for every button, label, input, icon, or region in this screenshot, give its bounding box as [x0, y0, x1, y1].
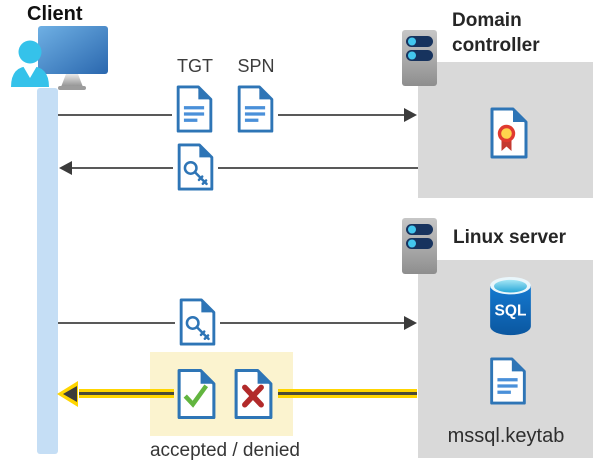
key-ticket-icon — [176, 297, 219, 347]
key-ticket-icon — [174, 142, 217, 192]
ticket-arrow-line — [218, 167, 418, 169]
ticket-arrowhead-icon — [59, 161, 72, 175]
tgt-label: TGT — [177, 56, 213, 76]
linux-server-label: Linux server — [453, 227, 566, 248]
present-ticket-arrow-line — [220, 322, 405, 324]
request-arrowhead-icon — [404, 108, 417, 122]
domain-controller-label: Domain controller — [452, 10, 540, 56]
linux-server-icon — [401, 217, 438, 275]
certificate-icon — [487, 106, 531, 160]
reply-arrow-line-highlight — [278, 389, 417, 398]
client-workstation-user-icon — [9, 24, 113, 96]
spn-document-icon — [234, 84, 277, 134]
request-arrow-line — [278, 114, 405, 116]
client-lifeline — [37, 88, 58, 454]
accepted-denied-label: accepted / denied — [149, 440, 300, 461]
ticket-arrow-line — [72, 167, 173, 169]
reply-arrow-line-highlight — [79, 389, 174, 398]
reply-arrowhead-icon — [63, 386, 77, 402]
accepted-check-icon — [174, 367, 219, 421]
keytab-file-icon — [486, 356, 530, 406]
sql-database-icon: SQL — [487, 275, 534, 339]
domain-controller-server-icon — [401, 29, 438, 87]
request-arrow-line — [58, 114, 172, 116]
spn-label: SPN — [237, 56, 275, 76]
tgt-document-icon — [173, 84, 216, 134]
client-label: Client — [27, 3, 83, 25]
keytab-label: mssql.keytab — [447, 425, 565, 447]
sql-text: SQL — [495, 303, 527, 320]
present-ticket-arrowhead-icon — [404, 316, 417, 330]
present-ticket-arrow-line — [58, 322, 175, 324]
denied-x-icon — [231, 367, 276, 421]
